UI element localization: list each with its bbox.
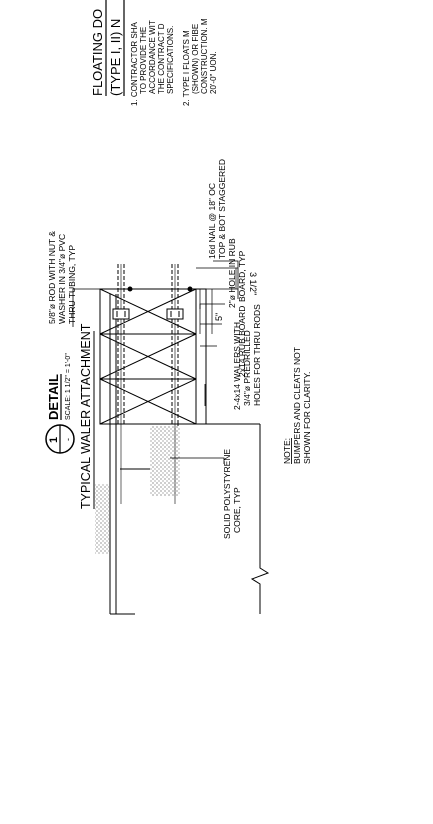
dimension-lines (196, 267, 238, 334)
walers-callout: 2-4x14 WALERS WITH 3/4"ø PREDRILLED HOLE… (232, 304, 262, 410)
core-callout-line: CORE, TYP (232, 487, 242, 533)
rub-board-callout: 2x14 RUB BOARD (237, 306, 247, 377)
general-note-line: (SHOWN) OR FIBE (191, 24, 200, 94)
nail-callout: 16d NAIL @ 18" OC TOP & BOT STAGGERED (207, 159, 227, 259)
nail-callout-line: TOP & BOT STAGGERED (217, 159, 227, 259)
drawing-group: FLOATING DO (TYPE I, II) N 1. CONTRACTOR… (45, 0, 312, 615)
rod-callout-line: 5/8"ø ROD WITH NUT & (47, 231, 57, 324)
detail-bubble: 1 - DETAIL SCALE: 1 1/2" = 1'-0" (45, 353, 75, 454)
detail-number: 1 (48, 437, 60, 443)
nail-callout-line: 16d NAIL @ 18" OC (207, 183, 217, 259)
polystyrene-core-hatch (150, 426, 180, 496)
detail-title-text: TYPICAL WALER ATTACHMENT (79, 323, 93, 509)
hole-callout: 2"ø HOLE IN RUB BOARD, TYP (227, 238, 247, 308)
float-section-drawing (95, 264, 270, 615)
general-note-line: CONSTRUCTION. M (200, 18, 209, 94)
rub-board (195, 288, 207, 425)
note-heading: NOTE: (282, 438, 292, 464)
rod-callout-line: WASHER IN 3/4"ø PVC (57, 234, 67, 324)
detail-sheet-ref: - (63, 438, 73, 441)
core-callout: SOLID POLYSTYRENE CORE, TYP (222, 449, 242, 539)
general-note-line: 1. CONTRACTOR SHA (130, 21, 139, 106)
general-note-line: 20'-0" UON. (209, 51, 218, 94)
hole-callout-line: BOARD, TYP (237, 250, 247, 302)
walers-callout-line: 3/4"ø PREDRILLED (242, 330, 252, 406)
thru-rods (117, 264, 179, 424)
nut-washer-symbols (112, 308, 184, 320)
detail-title: TYPICAL WALER ATTACHMENT (79, 323, 95, 509)
dimension-label: 3 1/2" (248, 272, 258, 295)
walers-callout-line: HOLES FOR THRU RODS (252, 304, 262, 406)
general-note-line: TO PROVIDE THE (139, 27, 148, 94)
title-block: FLOATING DO (TYPE I, II) N (90, 0, 125, 96)
walers-callout-line: 2-4x14 WALERS WITH (232, 322, 242, 410)
hole-callout-line: 2"ø HOLE IN RUB (227, 238, 237, 308)
clarity-note: NOTE: BUMPERS AND CLEATS NOT SHOWN FOR C… (282, 347, 312, 464)
detail-scale: SCALE: 1 1/2" = 1'-0" (65, 353, 72, 420)
title-line-1: FLOATING DO (90, 9, 105, 96)
detail-label: DETAIL (46, 374, 61, 420)
general-notes: 1. CONTRACTOR SHA TO PROVIDE THE ACCORDA… (130, 18, 218, 106)
rod-callout-line: THRU TUBING, TYP (67, 245, 77, 324)
leader-lines (72, 260, 239, 464)
note-line: BUMPERS AND CLEATS NOT (292, 347, 302, 464)
title-line-2: (TYPE I, II) N (108, 19, 123, 96)
general-note-line: ACCORDANCE WIT (148, 20, 157, 94)
waler-members (99, 288, 197, 425)
rod-callout: 5/8"ø ROD WITH NUT & WASHER IN 3/4"ø PVC… (47, 231, 77, 324)
general-note-line: 2. TYPE I FLOATS M (182, 30, 191, 106)
note-line: SHOWN FOR CLARITY. (302, 372, 312, 464)
core-callout-line: SOLID POLYSTYRENE (222, 449, 232, 539)
general-note-line: SPECIFICATIONS. (166, 26, 175, 94)
dimension-label: 5" (214, 313, 224, 321)
general-note-line: THE CONTRACT D (157, 23, 166, 94)
